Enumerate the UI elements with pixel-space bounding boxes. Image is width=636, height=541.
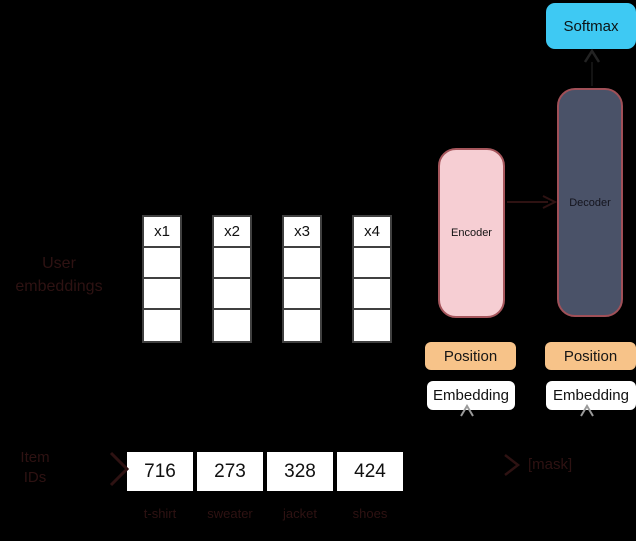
embedding-cell	[354, 310, 390, 341]
encoder-label: Encoder	[451, 227, 492, 239]
item-name-label: t-shirt	[143, 506, 177, 521]
embedding-cell	[284, 248, 320, 279]
position-box-decoder: Position	[545, 342, 636, 370]
embedding-cell	[214, 310, 250, 341]
user-embedding-column: x3	[282, 215, 322, 343]
softmax-box: Softmax	[546, 3, 636, 49]
item-id-box: 273	[197, 452, 263, 491]
user-embedding-column: x1	[142, 215, 182, 343]
decoder-label: Decoder	[569, 196, 611, 209]
next-item-label: [mask]	[528, 456, 573, 473]
arrow-right-icon	[504, 454, 521, 476]
user-embedding-column: x2	[212, 215, 252, 343]
column-header-cell: x4	[354, 217, 390, 248]
embedding-cell	[214, 279, 250, 310]
column-header-cell: x3	[284, 217, 320, 248]
item-id-box: 328	[267, 452, 333, 491]
position-box-encoder: Position	[425, 342, 516, 370]
arrow-up-icon	[583, 48, 601, 63]
user-embeddings-label-line1: User	[42, 255, 76, 272]
arrow-right-icon	[109, 451, 130, 487]
arrow-right-icon	[542, 195, 558, 209]
item-id-box: 424	[337, 452, 403, 491]
embedding-cell	[354, 279, 390, 310]
item-ids-label-line2: IDs	[23, 469, 47, 486]
embedding-box-decoder: Embedding	[546, 381, 636, 410]
item-id-box: 716	[127, 452, 193, 491]
embedding-cell	[284, 310, 320, 341]
embedding-cell	[144, 310, 180, 341]
decoder-box: Decoder	[557, 88, 623, 317]
user-embedding-column: x4	[352, 215, 392, 343]
item-name-label: shoes	[352, 506, 388, 521]
item-name-label: sweater	[207, 506, 253, 521]
item-name-label: jacket	[283, 506, 317, 521]
encoder-box: Encoder	[438, 148, 505, 318]
embedding-cell	[354, 248, 390, 279]
column-header-cell: x2	[214, 217, 250, 248]
embedding-cell	[214, 248, 250, 279]
user-embeddings-label-line2: embeddings	[15, 278, 103, 295]
embedding-cell	[144, 279, 180, 310]
item-ids-label: Item IDs	[6, 448, 64, 488]
item-ids-label-line1: Item	[20, 449, 50, 466]
embedding-cell	[144, 248, 180, 279]
column-header-cell: x1	[144, 217, 180, 248]
embedding-cell	[284, 279, 320, 310]
user-embeddings-label: User embeddings	[2, 252, 116, 298]
embedding-box-encoder: Embedding	[427, 381, 515, 410]
